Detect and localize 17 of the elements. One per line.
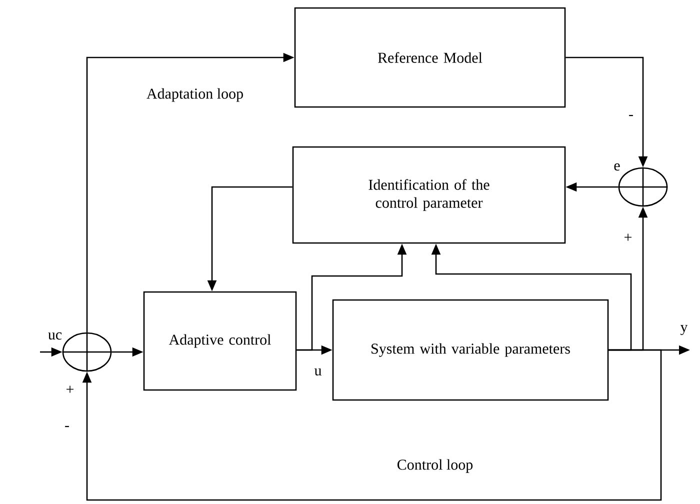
summing-junction (62, 332, 112, 372)
summing-junction (618, 167, 668, 207)
loop-label: Adaptation loop (146, 88, 243, 102)
sign-label: - (629, 114, 633, 116)
model-box: Reference Model (294, 7, 566, 108)
process-box: Identification of the control parameter (292, 146, 566, 244)
edge-label: e (614, 163, 620, 171)
sign-label: - (65, 426, 69, 428)
sign-label: + (624, 234, 632, 241)
arrow (82, 349, 662, 501)
system-box: System with variable parameters (332, 299, 609, 401)
edge-label: uc (48, 332, 62, 340)
loop-label: Control loop (398, 459, 473, 473)
edge-label: u (314, 368, 322, 376)
controller-box: Adaptive control (143, 291, 297, 391)
sign-label: + (66, 386, 74, 393)
edge-label: y (680, 324, 688, 336)
